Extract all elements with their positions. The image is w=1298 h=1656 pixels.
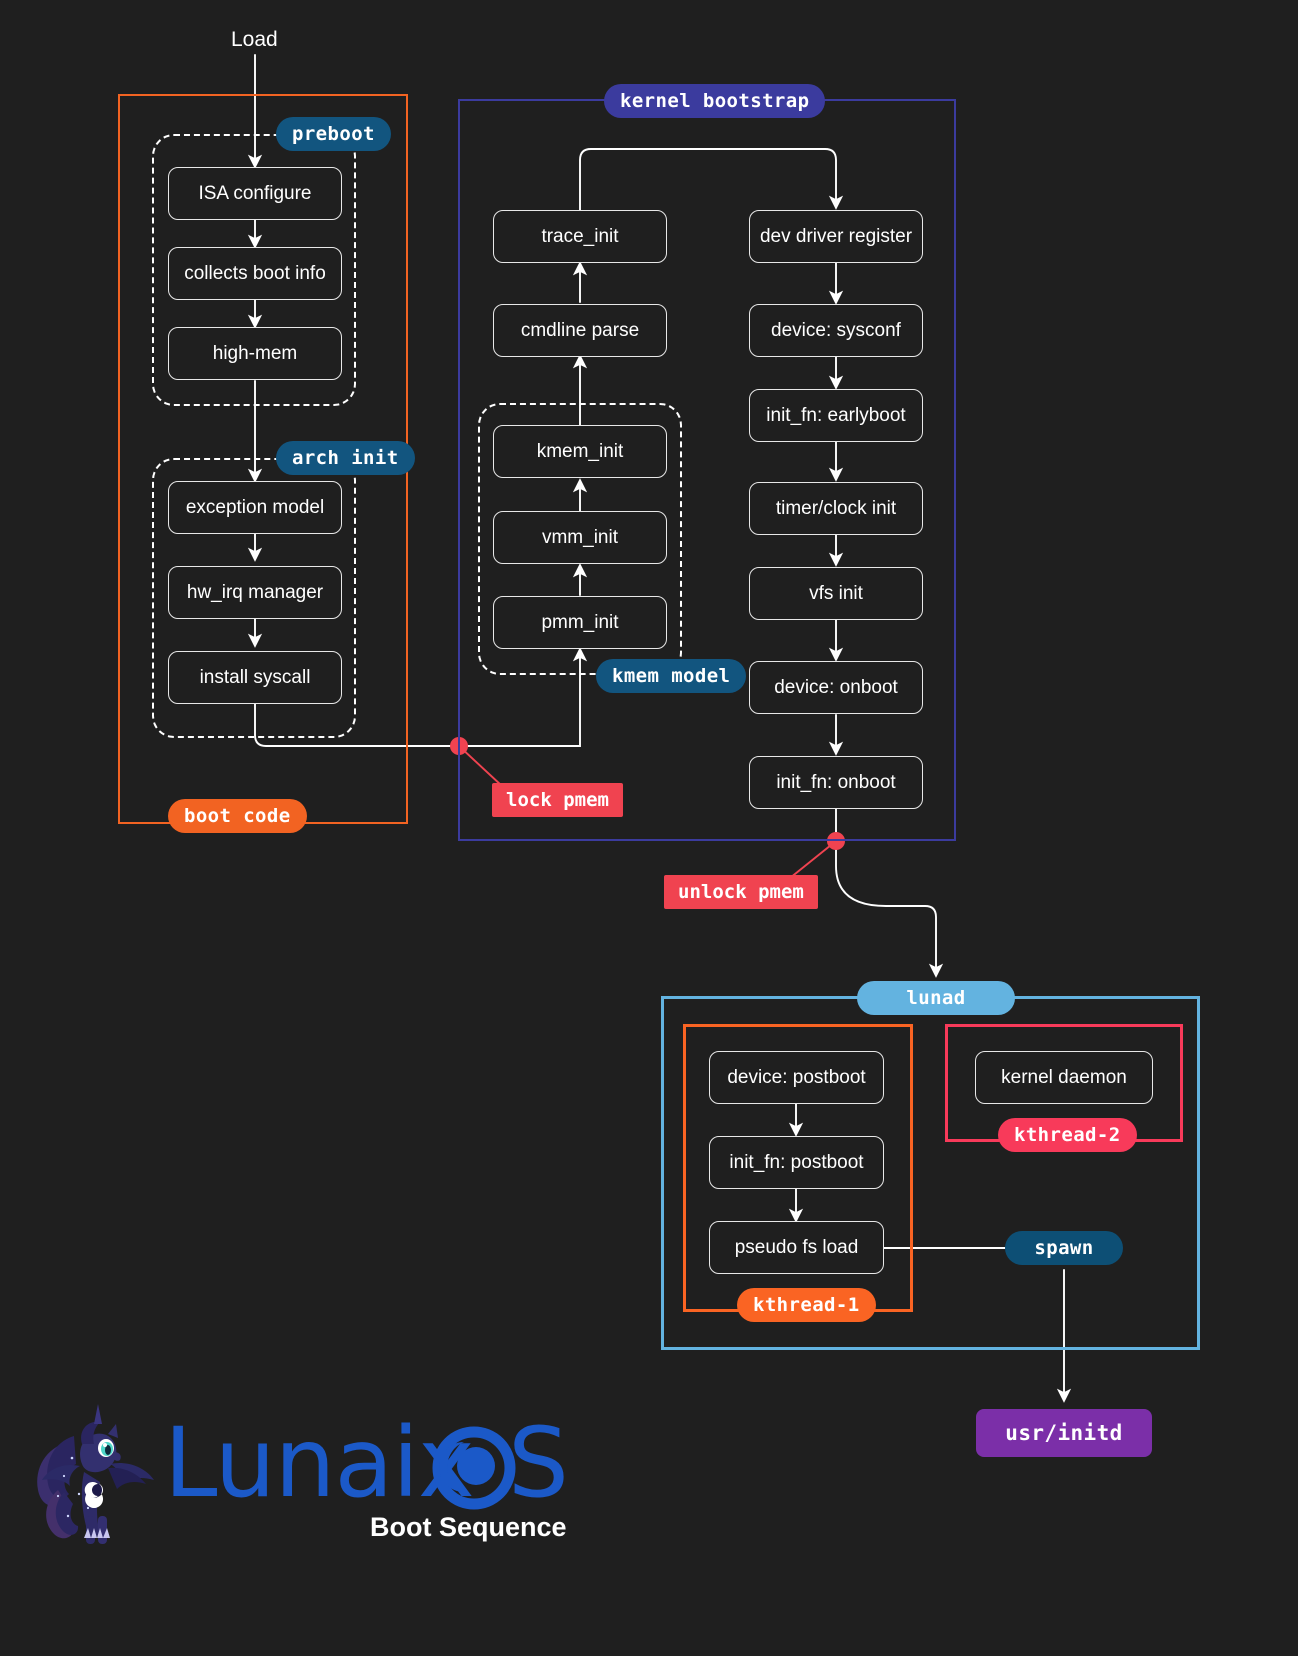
- load-label: Load: [231, 28, 278, 51]
- node-dev-driver-register[interactable]: dev driver register: [749, 210, 923, 263]
- node-init-fn-postboot[interactable]: init_fn: postboot: [709, 1136, 884, 1189]
- node-device-postboot[interactable]: device: postboot: [709, 1051, 884, 1104]
- arch-init-group: [152, 458, 356, 738]
- page-title: Boot Sequence: [370, 1512, 567, 1542]
- node-device-sysconf[interactable]: device: sysconf: [749, 304, 923, 357]
- node-high-mem[interactable]: high-mem: [168, 327, 342, 380]
- preboot-group: [152, 134, 356, 406]
- node-pmm-init[interactable]: pmm_init: [493, 596, 667, 649]
- lock-pmem-marker: lock pmem: [492, 783, 623, 817]
- kthread2-label: kthread-2: [998, 1118, 1137, 1152]
- kmem-model-label: kmem model: [596, 659, 747, 693]
- node-pseudo-fs-load[interactable]: pseudo fs load: [709, 1221, 884, 1274]
- unlock-pmem-marker: unlock pmem: [664, 875, 818, 909]
- node-kernel-daemon[interactable]: kernel daemon: [975, 1051, 1153, 1104]
- svg-text:S: S: [508, 1412, 568, 1519]
- arch-init-label: arch init: [276, 441, 415, 475]
- lunaixos-wordmark: Lunaix S: [164, 1407, 569, 1519]
- node-init-fn-onboot[interactable]: init_fn: onboot: [749, 756, 923, 809]
- node-cmdline-parse[interactable]: cmdline parse: [493, 304, 667, 357]
- lunaixos-logo: Lunaix S: [24, 1398, 624, 1558]
- kernel-bootstrap-label: kernel bootstrap: [604, 84, 826, 118]
- node-install-syscall[interactable]: install syscall: [168, 651, 342, 704]
- kmem-model-group: [478, 403, 682, 675]
- svg-text:Lunaix: Lunaix: [164, 1412, 474, 1519]
- node-trace-init[interactable]: trace_init: [493, 210, 667, 263]
- node-isa-configure[interactable]: ISA configure: [168, 167, 342, 220]
- usr-initd-node[interactable]: usr/initd: [976, 1409, 1152, 1457]
- node-device-onboot[interactable]: device: onboot: [749, 661, 923, 714]
- node-timer-clock-init[interactable]: timer/clock init: [749, 482, 923, 535]
- node-hw-irq-manager[interactable]: hw_irq manager: [168, 566, 342, 619]
- kthread1-label: kthread-1: [737, 1288, 876, 1322]
- node-vfs-init[interactable]: vfs init: [749, 567, 923, 620]
- node-init-fn-earlyboot[interactable]: init_fn: earlyboot: [749, 389, 923, 442]
- node-vmm-init[interactable]: vmm_init: [493, 511, 667, 564]
- lunad-label: lunad: [857, 981, 1015, 1015]
- node-exception-model[interactable]: exception model: [168, 481, 342, 534]
- spawn-label: spawn: [1005, 1231, 1123, 1265]
- brand-wordmark: Lunaix S: [164, 1407, 604, 1537]
- preboot-label: preboot: [276, 117, 391, 151]
- node-collects-boot-info[interactable]: collects boot info: [168, 247, 342, 300]
- luna-pony-icon: [37, 1404, 154, 1544]
- boot-code-label: boot code: [168, 799, 307, 833]
- node-kmem-init[interactable]: kmem_init: [493, 425, 667, 478]
